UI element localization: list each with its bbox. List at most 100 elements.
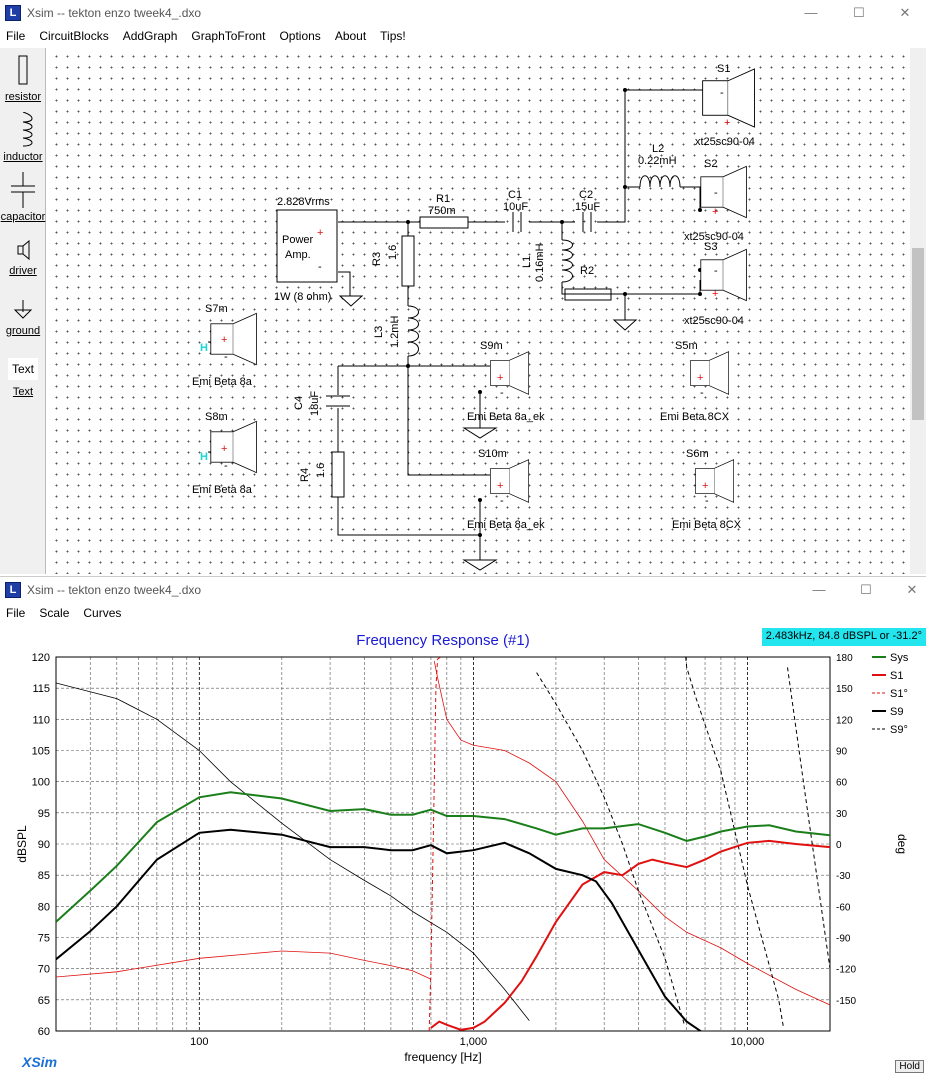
capacitor-c2[interactable]: C2 15uF bbox=[575, 189, 600, 232]
y-tick-label: 65 bbox=[38, 995, 50, 1007]
inductor-l1[interactable]: L1 0.16mH bbox=[521, 239, 573, 283]
y-tick-label: 115 bbox=[32, 683, 50, 695]
scrollbar-thumb[interactable] bbox=[912, 248, 924, 420]
svg-text:-: - bbox=[224, 460, 228, 472]
x-tick-label: 100 bbox=[190, 1036, 208, 1048]
capacitor-c1[interactable]: C1 10uF bbox=[503, 189, 528, 232]
s9m-ground-icon bbox=[462, 427, 498, 439]
cursor-readout: 2.483kHz, 84.8 dBSPL or -31.2° bbox=[761, 628, 926, 646]
tool-ground[interactable]: ground bbox=[0, 298, 46, 337]
schematic-svg: + - 2.828Vrms Power Amp. 1W (8 ohm) R1 7… bbox=[192, 63, 755, 571]
inductor-l2[interactable]: L2 0.22mH bbox=[638, 143, 681, 188]
menu-addgraph[interactable]: AddGraph bbox=[122, 29, 178, 43]
capacitor-icon bbox=[11, 172, 35, 208]
close-button[interactable]: ✕ bbox=[899, 5, 911, 20]
series-line-s9- bbox=[536, 657, 830, 1026]
driver-s2[interactable]: +- S2 xt25sc90-04 bbox=[684, 158, 747, 243]
s7m-connector-icon: H bbox=[200, 342, 208, 354]
driver-s6m[interactable]: +- S6m Emi Beta 8CX bbox=[672, 448, 742, 531]
graph-window-title: Xsim -- tekton enzo tweek4_.dxo bbox=[27, 583, 202, 597]
schematic-vertical-scrollbar[interactable] bbox=[910, 48, 926, 574]
tool-driver-label: driver bbox=[9, 265, 37, 277]
tool-ground-label: ground bbox=[5, 325, 41, 337]
schematic-canvas[interactable]: + - 2.828Vrms Power Amp. 1W (8 ohm) R1 7… bbox=[48, 48, 910, 574]
tool-capacitor[interactable]: capacitor bbox=[0, 172, 46, 223]
r4-value: 1.6 bbox=[315, 463, 327, 478]
y2-tick-label: 120 bbox=[836, 715, 853, 726]
y-tick-label: 80 bbox=[38, 901, 50, 913]
hold-button[interactable]: Hold bbox=[895, 1060, 924, 1073]
resistor-r3[interactable]: R3 1.6 bbox=[371, 235, 415, 287]
resistor-r1[interactable]: R1 750m bbox=[419, 193, 469, 229]
menu-about[interactable]: About bbox=[334, 29, 367, 43]
tool-inductor[interactable]: inductor bbox=[0, 111, 46, 163]
driver-s5m[interactable]: +- S5m Emi Beta 8CX bbox=[660, 340, 730, 423]
capacitor-c4[interactable]: C4 18uF bbox=[293, 391, 350, 416]
power-amp[interactable]: + - 2.828Vrms Power Amp. 1W (8 ohm) bbox=[274, 196, 364, 307]
tool-text[interactable]: Text Text bbox=[0, 358, 46, 398]
x-tick-label: 1,000 bbox=[460, 1036, 488, 1048]
y2-tick-label: -30 bbox=[836, 871, 851, 882]
menu-options[interactable]: Options bbox=[279, 29, 321, 43]
graph-titlebar: L Xsim -- tekton enzo tweek4_.dxo — ☐ ✕ bbox=[0, 577, 926, 603]
tool-text-label: Text bbox=[12, 386, 34, 398]
y2-tick-label: -90 bbox=[836, 934, 851, 945]
y-tick-label: 75 bbox=[38, 933, 50, 945]
tool-capacitor-label: capacitor bbox=[0, 211, 46, 223]
y2-tick-label: 180 bbox=[836, 653, 853, 664]
driver-s7m[interactable]: +- H S7m Emi Beta 8a bbox=[192, 303, 257, 388]
svg-text:+: + bbox=[497, 372, 503, 384]
driver-s8m[interactable]: +- H S8m Emi Beta 8a bbox=[192, 411, 257, 496]
graph-close-button[interactable]: ✕ bbox=[906, 582, 918, 597]
amp-label-1: Power bbox=[282, 234, 314, 246]
driver-s9m[interactable]: +- S9m Emi Beta 8a_ek bbox=[467, 340, 545, 423]
y2-tick-label: 60 bbox=[836, 778, 848, 789]
menu-graphtofront[interactable]: GraphToFront bbox=[191, 29, 266, 43]
svg-text:+: + bbox=[724, 117, 730, 129]
graph-menu-scale[interactable]: Scale bbox=[39, 606, 70, 620]
driver-s1[interactable]: +- S1 xt25sc90-04 bbox=[695, 63, 755, 148]
resistor-r2[interactable]: R2 bbox=[564, 265, 638, 331]
svg-text:+: + bbox=[697, 372, 703, 384]
tool-driver[interactable]: driver bbox=[0, 238, 46, 277]
graph-maximize-button[interactable]: ☐ bbox=[860, 582, 872, 597]
s9m-name: S9m bbox=[480, 340, 503, 352]
tool-resistor[interactable]: resistor bbox=[0, 54, 46, 103]
graph-app-icon: L bbox=[5, 582, 21, 598]
y-tick-label: 85 bbox=[38, 870, 50, 882]
menu-tips[interactable]: Tips! bbox=[380, 29, 406, 43]
driver-s10m[interactable]: +- S10m Emi Beta 8a_ek bbox=[467, 448, 545, 531]
svg-text:+: + bbox=[221, 334, 227, 346]
graph-menu-curves[interactable]: Curves bbox=[83, 606, 122, 620]
inductor-l3[interactable]: L3 1.2mH bbox=[373, 305, 419, 357]
l3-name: L3 bbox=[373, 326, 385, 338]
r4-name: R4 bbox=[299, 468, 311, 482]
driver-s3[interactable]: -+ S3 xt25sc90-04 bbox=[684, 241, 747, 327]
y2-tick-label: 90 bbox=[836, 747, 848, 758]
ground-icon bbox=[13, 300, 33, 319]
maximize-button[interactable]: ☐ bbox=[853, 5, 865, 20]
s3-name: S3 bbox=[704, 241, 717, 253]
menu-file[interactable]: File bbox=[6, 29, 26, 43]
y2-tick-label: -120 bbox=[836, 965, 856, 976]
s3-model: xt25sc90-04 bbox=[684, 315, 744, 327]
svg-text:+: + bbox=[712, 288, 718, 300]
svg-text:-: - bbox=[700, 387, 704, 399]
c4-value: 18uF bbox=[309, 391, 321, 416]
graph-menu-file[interactable]: File bbox=[6, 606, 26, 620]
resistor-r4[interactable]: R4 1.6 bbox=[299, 451, 345, 498]
svg-text:+: + bbox=[221, 443, 227, 455]
graph-minimize-button[interactable]: — bbox=[812, 582, 826, 597]
r1-name: R1 bbox=[436, 193, 450, 205]
menu-circuitblocks[interactable]: CircuitBlocks bbox=[39, 29, 109, 43]
amp-label-2: Amp. bbox=[285, 249, 311, 261]
c4-name: C4 bbox=[293, 396, 305, 410]
svg-text:+: + bbox=[497, 480, 503, 492]
y-tick-label: 60 bbox=[38, 1026, 50, 1038]
schematic-wires bbox=[208, 89, 708, 560]
x-tick-label: 10,000 bbox=[731, 1036, 765, 1048]
legend-label: S1 bbox=[890, 670, 903, 682]
amp-voltage: 2.828Vrms bbox=[277, 196, 330, 208]
minimize-button[interactable]: — bbox=[804, 5, 818, 20]
